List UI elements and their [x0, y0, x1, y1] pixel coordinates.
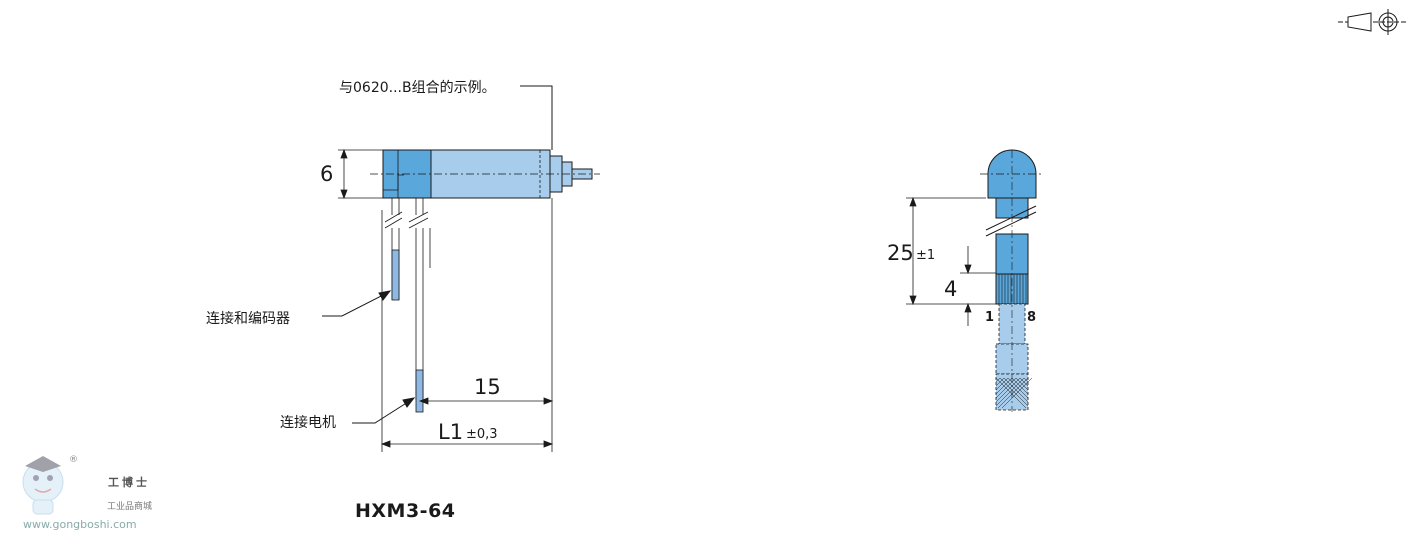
dim-length-value: L1 — [438, 420, 464, 444]
dim-height-line — [338, 148, 383, 200]
hatch-line — [995, 377, 1021, 403]
pin-first-label: 1 — [985, 310, 995, 325]
watermark-url: www.gongboshi.com — [23, 518, 137, 531]
connector-side-view — [980, 149, 1044, 412]
label-motor-connection: 连接电机 — [280, 415, 336, 431]
hatch-line — [997, 377, 1029, 409]
callout-combination-text: 与0620...B组合的示例。 — [339, 80, 496, 96]
projection-symbol-icon — [1338, 9, 1406, 35]
dim-offset-value: 15 — [474, 375, 501, 399]
hatch-line — [995, 377, 1005, 387]
dim-length-lines — [380, 198, 554, 452]
hatch-line — [995, 377, 1013, 395]
label-encoder-connection: 连接和编码器 — [206, 311, 290, 327]
watermark-brand: 工博士 — [108, 476, 150, 489]
watermark-subtitle: 工业品商城 — [107, 502, 153, 512]
hatch-line — [995, 377, 1025, 407]
hatch-line — [995, 377, 1009, 391]
callout-leader — [520, 85, 553, 150]
model-title: HXM3-64 — [355, 500, 456, 522]
dim-side-lines — [906, 196, 996, 326]
hatch-line — [995, 377, 1017, 399]
dim-connector-value: 4 — [944, 277, 958, 301]
watermark-mascot-icon — [22, 456, 64, 515]
label-leaders — [322, 290, 416, 424]
pin-last-label: 8 — [1027, 310, 1037, 325]
dim-side-tolerance: ±1 — [916, 248, 936, 263]
dim-side-length-value: 25 — [887, 241, 914, 265]
watermark-reg-mark: ® — [69, 455, 78, 465]
dim-height-value: 6 — [320, 162, 334, 186]
hatch-line — [1001, 377, 1033, 409]
hatch-line — [995, 377, 1027, 409]
hatch-line — [995, 377, 1001, 383]
encoder-body — [370, 149, 600, 199]
encoder-cables — [384, 198, 431, 413]
dim-length-tolerance: ±0,3 — [466, 427, 498, 442]
